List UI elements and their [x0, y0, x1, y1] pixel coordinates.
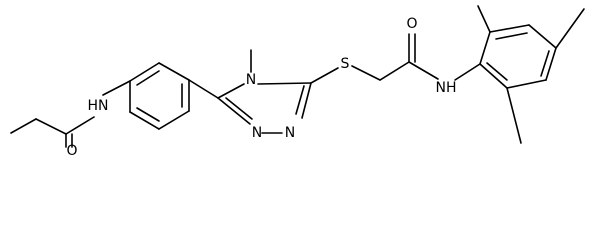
ring1-bond-d: [158, 110, 190, 130]
bond-carbonyl-to-nh-right: [408, 61, 439, 80]
atom-o-right: O: [406, 16, 417, 32]
triazole-ring: [217, 49, 312, 134]
atom-s: S: [341, 56, 350, 72]
triazole-double-c5-n1: [225, 97, 253, 120]
ring2-bond-e: [506, 79, 547, 89]
ring1-inner-1: [136, 70, 160, 86]
atom-n-triazole-right: N: [285, 125, 295, 141]
bond-methyl-top: [477, 5, 491, 33]
ring2-bond-d: [545, 47, 557, 81]
triazole-bond-c3-n2: [301, 82, 312, 119]
bond-ethyl-1: [10, 118, 37, 134]
atom-nh-left: HN: [88, 98, 109, 114]
bond-nh-to-mesityl: [454, 63, 481, 81]
atom-nh-right: NH: [436, 80, 457, 96]
atom-o-left: O: [66, 143, 77, 158]
atom-labels: HN O N S O NH N N: [66, 16, 456, 158]
ring2-inner-3: [486, 62, 508, 81]
atom-n-methyl: N: [246, 72, 256, 88]
ring1-inner-3: [136, 107, 160, 122]
bond-carbonyl-to-nh: [65, 116, 95, 135]
bond-methyl-para: [555, 8, 585, 49]
triazole-double-c3-n2: [295, 85, 305, 115]
phenylene-ring: [129, 62, 190, 130]
bond-nh-to-ring: [102, 80, 131, 96]
ring1-bond-e: [129, 111, 160, 130]
bond-s-to-ch2: [351, 65, 381, 81]
ring1-bond-a: [129, 62, 160, 82]
bond-methyl-bottom: [506, 87, 522, 144]
atom-n-triazole-left: N: [252, 125, 262, 141]
ring1-bond-b: [158, 62, 190, 81]
bond-c3-to-s: [310, 67, 339, 84]
ring2-bond-b: [489, 24, 530, 33]
mesityl-ring: [477, 5, 585, 144]
triazole-bond-c5-n4: [217, 83, 245, 99]
bond-phenyl-to-triazole: [188, 79, 219, 99]
triazole-bond-n4-c3: [257, 82, 312, 85]
thioacetamide-group: [310, 33, 481, 84]
propanamide-group: [10, 80, 131, 148]
bond-ethyl-2: [35, 118, 67, 135]
ring2-bond-c: [528, 24, 557, 49]
ring2-inner-2: [540, 50, 550, 77]
triazole-bond-c5-n1: [217, 97, 251, 125]
bond-ch2-to-carbonyl: [379, 61, 410, 81]
ring2-bond-f: [479, 63, 508, 89]
chemical-structure: HN O N S O NH N N: [10, 5, 585, 158]
ring2-bond-a: [479, 31, 491, 65]
ring2-inner-1: [495, 32, 528, 40]
